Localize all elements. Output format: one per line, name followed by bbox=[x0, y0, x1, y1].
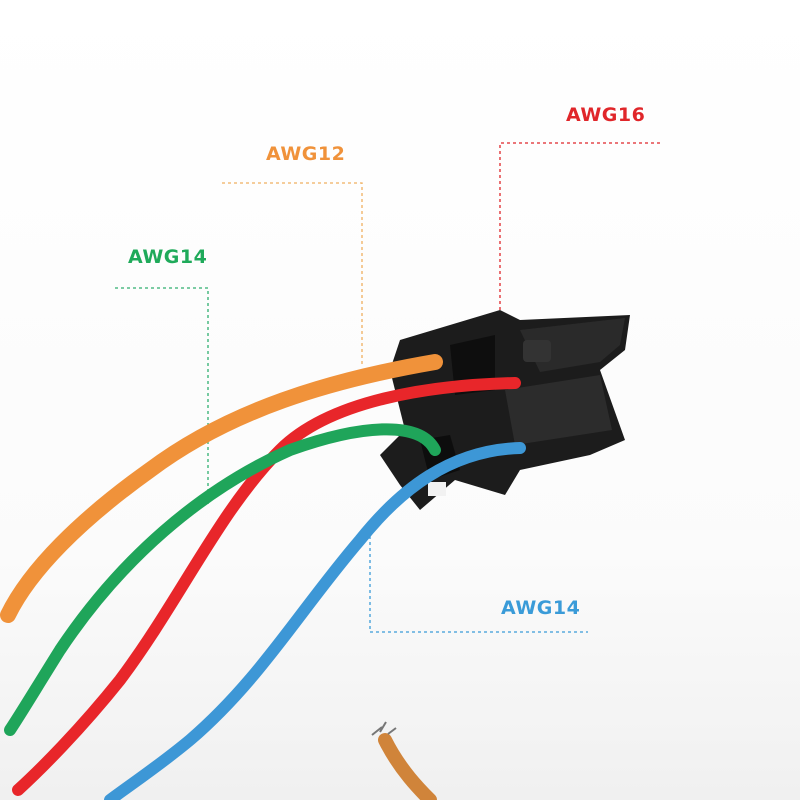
wire-orange bbox=[0, 354, 443, 623]
wire-strands bbox=[371, 721, 397, 736]
leader-line-green bbox=[115, 287, 209, 505]
wire-green bbox=[4, 423, 441, 736]
label-awg16-red: AWG16 bbox=[566, 104, 646, 126]
leader-line-blue bbox=[369, 530, 588, 633]
label-awg12-orange: AWG12 bbox=[266, 143, 346, 165]
leader-line-red bbox=[499, 142, 660, 375]
wire-bottom-orange bbox=[378, 733, 437, 800]
wire-blue bbox=[104, 442, 526, 800]
leader-line-orange bbox=[222, 182, 363, 365]
label-awg14-green: AWG14 bbox=[128, 246, 208, 268]
label-awg14-blue: AWG14 bbox=[501, 597, 581, 619]
wire-red bbox=[12, 377, 521, 796]
